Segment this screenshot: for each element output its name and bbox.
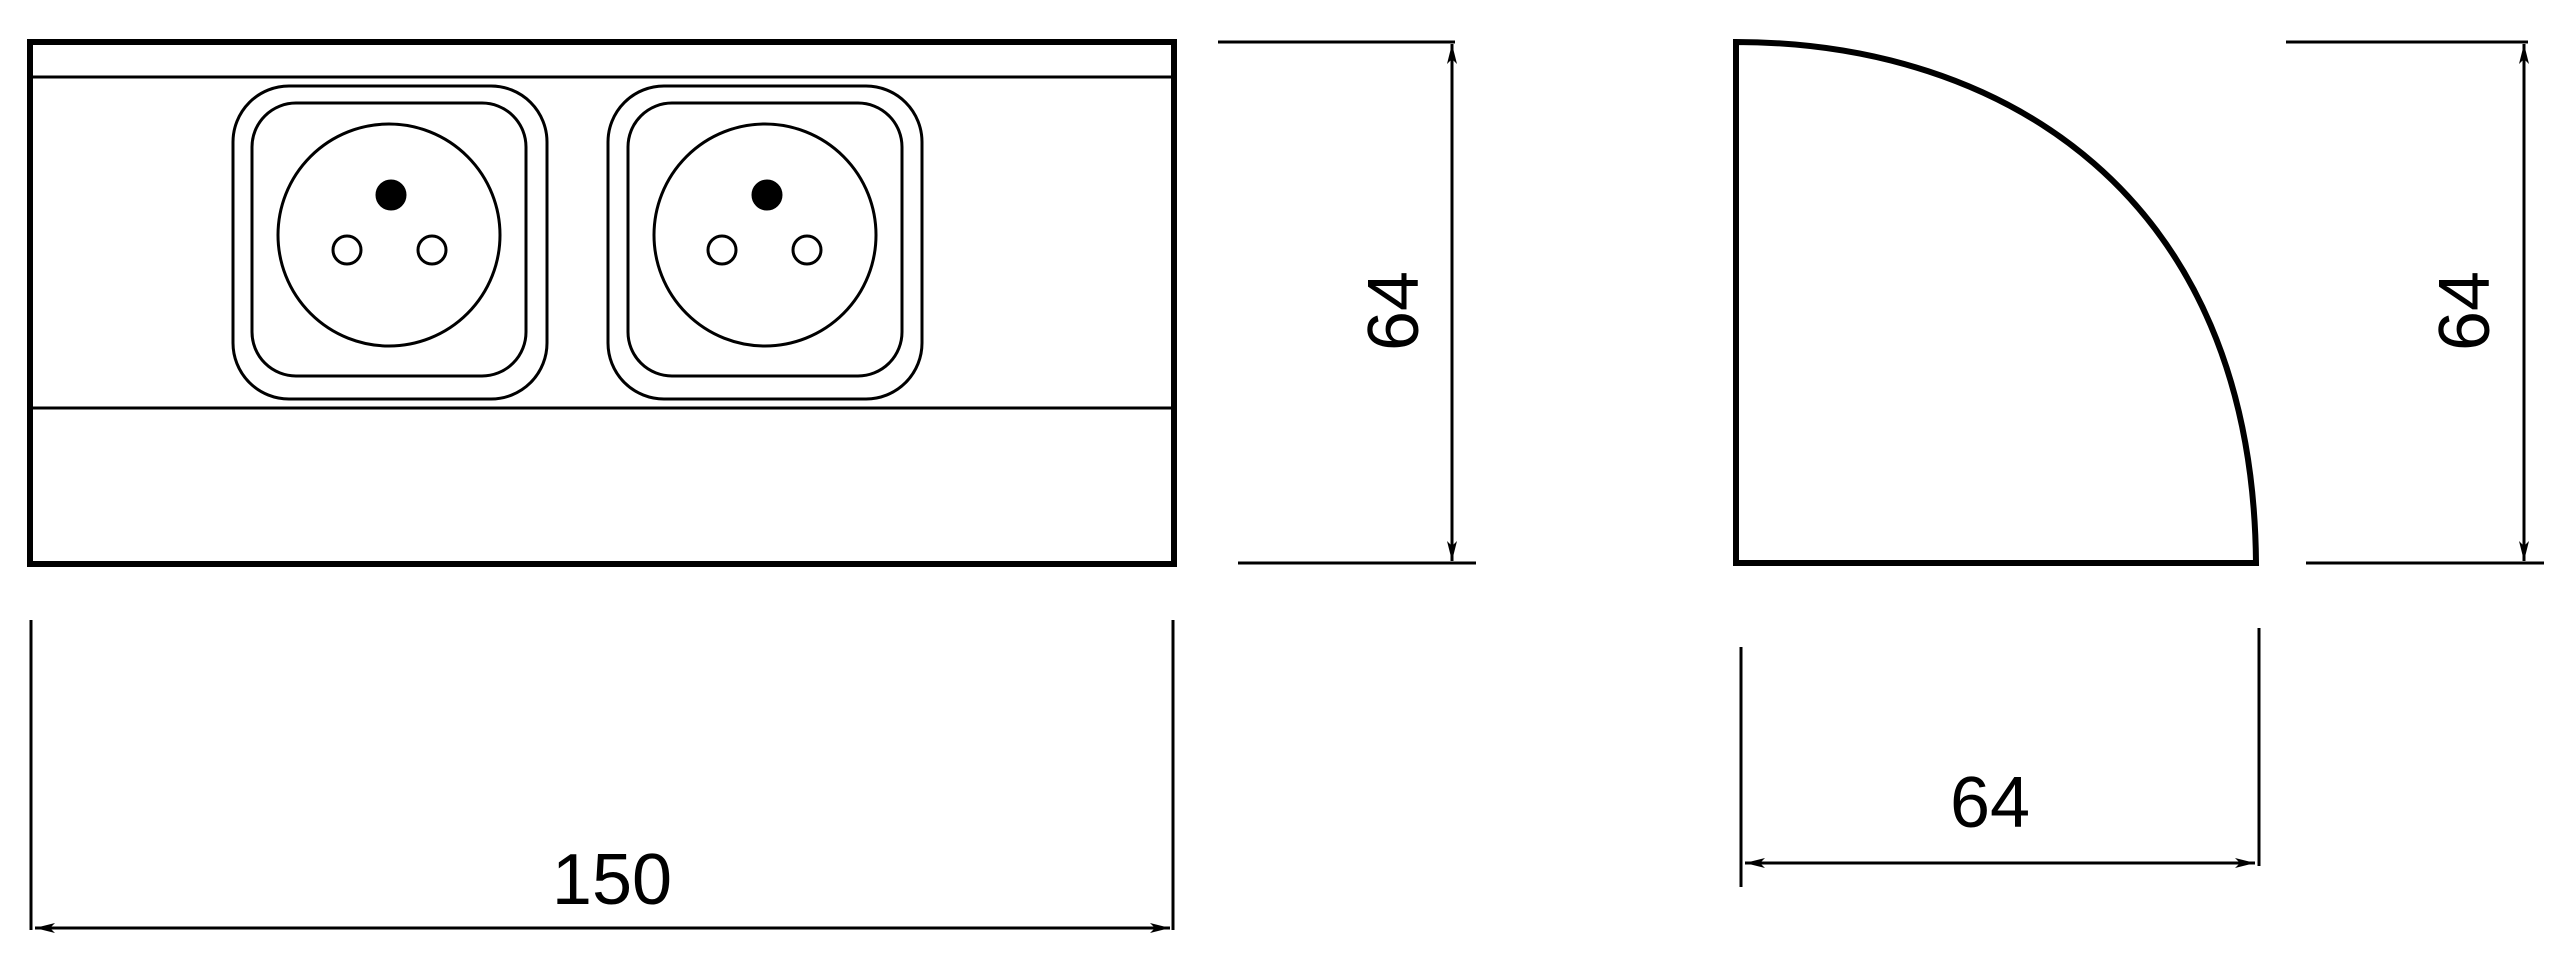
socket-right-hole-right [791,234,823,266]
socket-left-inner-frame [250,101,528,378]
front-height-dimension [1218,40,1476,565]
side-height-dimension [2286,40,2544,565]
side-width-dimension [1739,628,2261,887]
side-width-label: 64 [1950,763,2030,843]
socket-right-outer-frame [606,84,924,401]
side-view [1733,38,2260,566]
socket-right-face [652,122,878,348]
front-height-label: 64 [1354,271,1434,351]
side-height-label: 64 [2425,271,2505,351]
front-view [27,39,1177,567]
socket-left-outer-frame [231,84,549,401]
socket-right-earth-pin [751,179,783,211]
socket-left-earth-pin [375,179,407,211]
front-width-label: 150 [552,840,672,920]
socket-right-inner-frame [626,101,904,378]
front-width-dimension [29,620,1175,933]
front-outline [27,39,1177,567]
side-profile [1733,38,2260,566]
socket-left [231,84,549,401]
socket-left-hole-right [416,234,448,266]
socket-right [606,84,924,401]
socket-left-face [276,122,502,348]
socket-left-hole-left [331,234,363,266]
socket-right-hole-left [706,234,738,266]
